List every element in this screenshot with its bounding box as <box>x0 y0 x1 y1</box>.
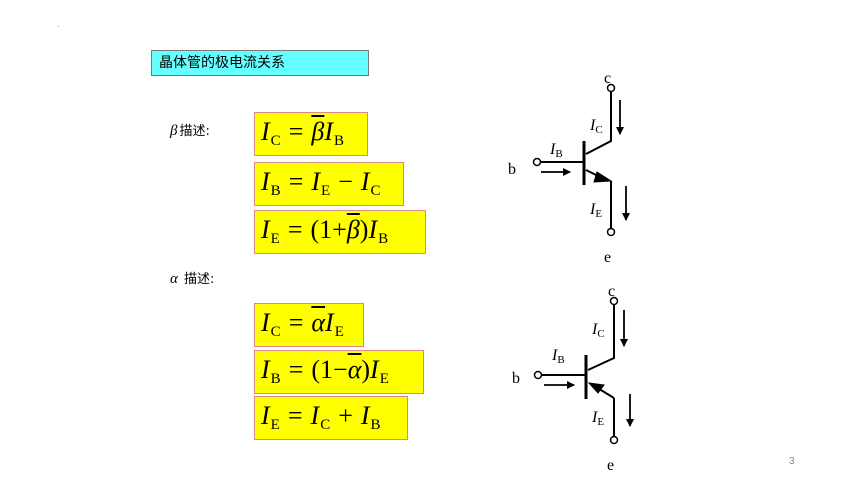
emitter-arrow <box>587 382 605 394</box>
bottom-ie-label: IE <box>591 409 604 428</box>
beta-symbol: β <box>170 123 178 139</box>
transistor-top <box>532 83 630 237</box>
collector-terminal <box>606 83 616 93</box>
corner-mark: · <box>57 22 60 31</box>
page-number: 3 <box>789 456 795 467</box>
collector-lead <box>585 92 612 155</box>
alpha-symbol: α <box>170 271 178 287</box>
equation-ib-ie-minus-ic: IB=IE−IC <box>254 162 404 206</box>
slide-title: 晶体管的极电流关系 <box>151 50 369 76</box>
bottom-c-label: c <box>608 283 615 300</box>
equation-ie-one-plus-beta-ib: IE=(1+β)IB <box>254 210 426 254</box>
equation-ib-one-minus-alpha-ie: IB=(1−α)IE <box>254 350 424 394</box>
bottom-b-label: b <box>512 370 520 387</box>
top-ie-label: IE <box>589 201 602 220</box>
top-c-label: c <box>604 70 611 87</box>
collector-terminal <box>609 296 619 306</box>
bottom-ic-label: IC <box>591 321 605 340</box>
emitter-terminal <box>606 227 616 237</box>
top-ic-label: IC <box>589 117 603 136</box>
base-terminal <box>533 370 543 380</box>
emitter-arrow <box>593 171 613 183</box>
bottom-ib-label: IB <box>551 347 565 366</box>
top-e-label: e <box>604 249 611 266</box>
top-ib-label: IB <box>549 141 563 160</box>
equation-ic-beta-ib: IC=βIB <box>254 112 368 156</box>
collector-lead <box>587 305 615 371</box>
base-terminal <box>532 157 542 167</box>
emitter-terminal <box>609 435 619 445</box>
alpha-description-label: α 描述: <box>170 271 215 287</box>
transistor-bottom <box>533 296 634 445</box>
equation-ic-alpha-ie: IC=αIE <box>254 303 364 347</box>
equation-ie-ic-plus-ib: IE=IC+IB <box>254 396 408 440</box>
bottom-e-label: e <box>607 457 614 474</box>
top-b-label: b <box>508 161 516 178</box>
